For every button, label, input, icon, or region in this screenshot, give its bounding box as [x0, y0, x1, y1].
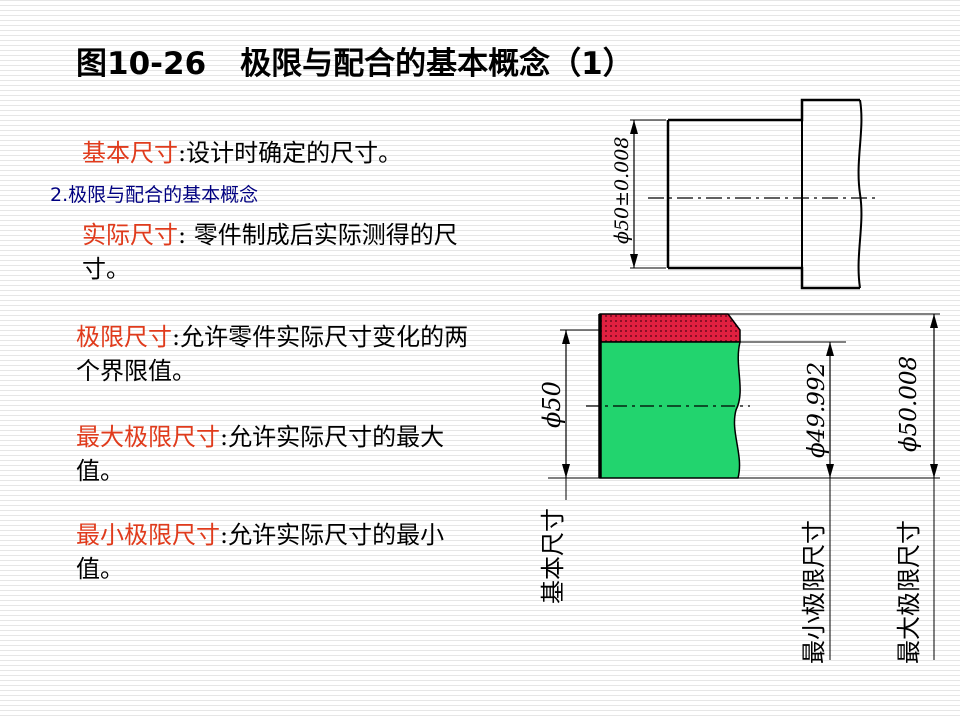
definition-body: 允许零件实际尺寸变化的两个界限值。 — [76, 323, 469, 385]
term-basic-size: 基本尺寸 — [82, 139, 178, 167]
label-basic-size: 基本尺寸 — [539, 508, 567, 604]
arrow-max-up — [930, 314, 938, 328]
shaft-outline — [668, 98, 860, 290]
dimension-arrow-up — [630, 120, 638, 134]
definition-actual-size: 实际尺寸: 零件制成后实际测得的尺寸。 — [82, 221, 458, 283]
figure-number: 图10-26 — [76, 46, 207, 82]
part-body — [599, 341, 741, 479]
term-limit-size: 极限尺寸 — [76, 323, 172, 351]
term-min-limit-size: 最小极限尺寸 — [76, 521, 220, 549]
dimension-basic-label: ϕ50 — [538, 381, 566, 428]
dimension-min-label: ϕ49.992 — [804, 362, 830, 458]
arrow-basic-up — [562, 330, 570, 344]
definition-min-limit-size: 最小极限尺寸:允许实际尺寸的最小值。 — [76, 521, 445, 583]
definition-body: 允许实际尺寸的最小值。 — [76, 521, 445, 583]
top-shaft-drawing — [630, 98, 876, 290]
definition-body: 允许实际尺寸的最大值。 — [76, 423, 445, 485]
max-tolerance-band — [599, 313, 741, 343]
dimension-max-label: ϕ50.008 — [896, 356, 922, 452]
definition-max-limit-size: 最大极限尺寸:允许实际尺寸的最大值。 — [76, 423, 445, 485]
arrow-min-up — [826, 342, 834, 356]
shaft-break-line — [857, 99, 863, 289]
definition-body: 设计时确定的尺寸。 — [186, 139, 403, 167]
label-max-limit-size: 最大极限尺寸 — [895, 520, 923, 664]
arrow-max-down — [930, 464, 938, 478]
bottom-tolerance-drawing — [548, 313, 940, 660]
term-actual-size: 实际尺寸 — [82, 221, 178, 249]
arrow-min-down — [826, 464, 834, 478]
arrow-basic-down — [562, 464, 570, 478]
dimension-tolerance-label: ϕ50±0.008 — [611, 137, 633, 244]
figure-title: 极限与配合的基本概念（1） — [240, 46, 634, 82]
section-subheading: 2.极限与配合的基本概念 — [50, 184, 259, 206]
label-min-limit-size: 最小极限尺寸 — [800, 520, 828, 664]
dimension-arrow-down — [630, 254, 638, 268]
definition-limit-size: 极限尺寸:允许零件实际尺寸变化的两个界限值。 — [76, 323, 469, 385]
term-max-limit-size: 最大极限尺寸 — [76, 423, 220, 451]
definition-body: 零件制成后实际测得的尺寸。 — [82, 221, 458, 283]
definition-basic-size: 基本尺寸:设计时确定的尺寸。 — [82, 139, 403, 167]
page-title: 图10-26 极限与配合的基本概念（1） — [76, 38, 634, 83]
